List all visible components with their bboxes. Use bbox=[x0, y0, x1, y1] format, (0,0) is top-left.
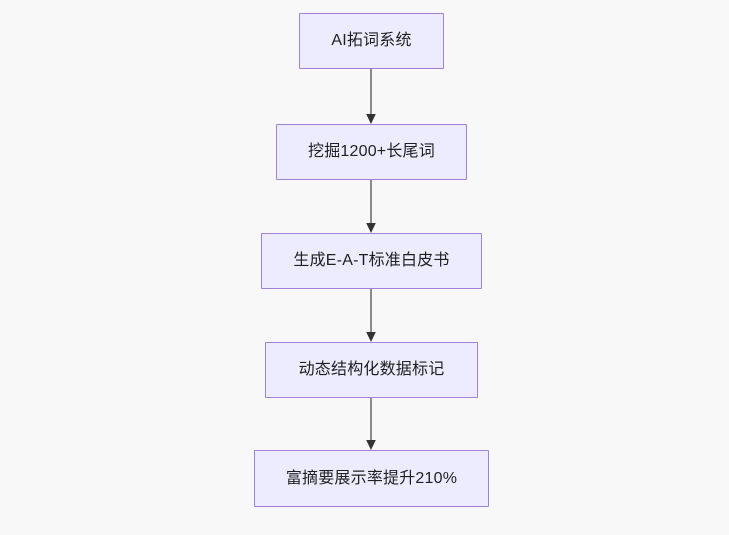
arrowhead-icon bbox=[366, 223, 376, 233]
arrowhead-icon bbox=[366, 332, 376, 342]
edge-n1-n2 bbox=[366, 69, 376, 124]
arrowhead-icon bbox=[366, 114, 376, 124]
flow-node-ai-keyword-system[interactable]: AI拓词系统 bbox=[299, 13, 444, 69]
flow-node-rich-snippet-impression-lift[interactable]: 富摘要展示率提升210% bbox=[254, 450, 489, 507]
flow-node-label: 挖掘1200+长尾词 bbox=[308, 143, 435, 161]
flow-node-label: 动态结构化数据标记 bbox=[298, 361, 445, 379]
flow-node-label: 富摘要展示率提升210% bbox=[285, 469, 458, 487]
flow-node-label: 生成E-A-T标准白皮书 bbox=[293, 252, 450, 270]
flow-node-mine-longtail-keywords[interactable]: 挖掘1200+长尾词 bbox=[276, 124, 467, 180]
flow-node-label: AI拓词系统 bbox=[331, 32, 412, 50]
edge-n2-n3 bbox=[366, 180, 376, 233]
edge-n4-n5 bbox=[366, 397, 376, 450]
flow-node-generate-eat-whitepaper[interactable]: 生成E-A-T标准白皮书 bbox=[261, 233, 482, 289]
arrowhead-icon bbox=[366, 440, 376, 450]
flow-node-dynamic-structured-data-markup[interactable]: 动态结构化数据标记 bbox=[265, 342, 478, 398]
edge-n3-n4 bbox=[366, 289, 376, 342]
